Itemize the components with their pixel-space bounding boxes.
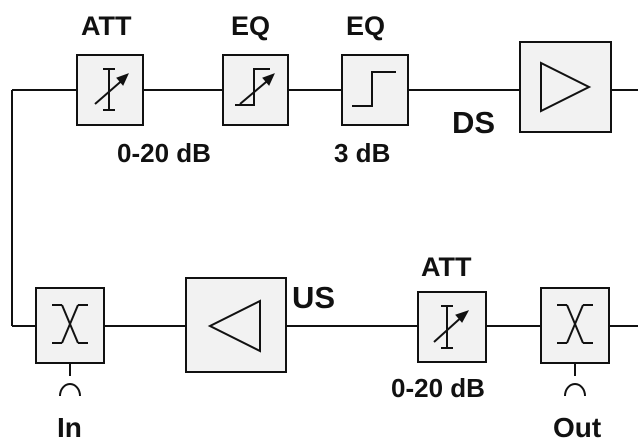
port-out-icon [564,383,586,397]
wires [11,89,638,327]
attenuator-bottom-block [417,291,487,363]
coupler-out-block [540,287,610,397]
att-top-label: ATT [81,11,132,41]
arrow-icon [116,73,129,86]
equalizer-variable-block [222,54,289,126]
attenuator-top-block [76,54,144,126]
us-label: US [292,280,335,315]
att-bottom-label: ATT [421,252,472,282]
arrow-icon [455,310,470,323]
att-bottom-range-label: 0-20 dB [391,373,485,403]
amplifier-right-icon [540,61,592,113]
ds-amplifier-block [519,41,612,133]
arrow-icon [262,73,275,86]
eq1-label: EQ [231,11,270,41]
out-label: Out [553,412,601,443]
eq2-value-label: 3 dB [334,138,390,168]
in-label: In [57,412,82,443]
att-top-range-label: 0-20 dB [117,138,211,168]
port-in-icon [59,383,81,397]
eq2-label: EQ [346,11,385,41]
equalizer-fixed-block [341,54,409,126]
amplifier-left-icon [207,299,261,353]
ds-label: DS [452,105,495,140]
coupler-in-block [35,287,105,397]
us-amplifier-block [185,277,287,373]
